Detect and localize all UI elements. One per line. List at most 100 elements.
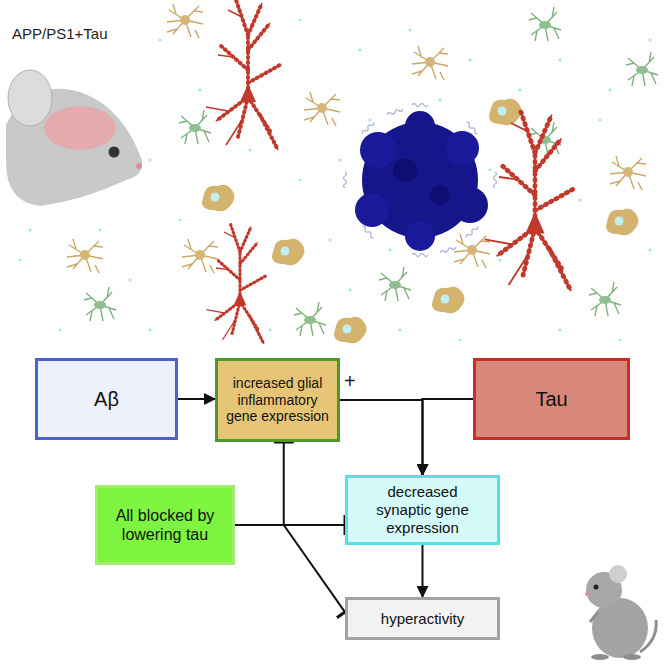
cyan-dots [498,258,501,261]
cyan-dots [408,28,411,31]
cyan-dots [348,288,351,291]
outcome-box: hyperactivity [345,597,500,640]
cyan-dots [468,58,471,61]
cyan-dots [358,48,361,51]
amyloid-box: Aβ [35,358,178,440]
arrow-connector [340,400,423,475]
reactive-glia [202,185,235,212]
box-text: decreased synaptic gene expression [368,483,478,537]
cyan-dots [128,278,131,281]
neurons [206,0,573,344]
reactive-glia [432,287,465,314]
mouse-icon [609,565,627,583]
cyan-dots [368,118,371,121]
cyan-dots [558,328,561,331]
amyloid-plaque [344,104,497,257]
microglia [626,52,658,86]
reactive-glia [489,99,522,126]
amyloid-plaque [405,111,435,141]
mouse-icon [594,585,599,590]
cyan-dots [298,18,301,21]
tau-box: Tau [473,358,630,440]
microglia [294,302,326,336]
cyan-dots [438,98,441,101]
amyloid-plaque [452,187,488,223]
plus-sign: + [344,370,356,392]
box-text: Aβ [94,387,119,411]
microglia [379,267,411,301]
cyan-dots [578,198,581,201]
mouse-icon [591,654,609,660]
amyloid-plaque [393,158,417,182]
cyan-dots [488,168,491,171]
cyan-dots [148,158,151,161]
amyloid-plaque [355,193,389,227]
neurons [206,0,280,150]
box-text: hyperactivity [381,610,464,628]
cyan-dots [58,328,61,331]
process-box: increased glial inflammatory gene expres… [215,358,340,442]
amyloid-plaque [344,172,347,188]
cyan-dots [558,58,561,61]
cyan-dots [648,248,651,251]
amyloid-plaque [360,132,396,168]
mouse-icon [585,592,589,596]
astrocytes [610,156,646,190]
neurons [485,111,574,291]
astrocytes [454,234,490,268]
amyloid-plaque [440,246,456,254]
microglia [179,110,211,144]
cyan-dots [458,338,461,341]
cyan-dots [268,328,271,331]
mouse-head-icon [136,163,142,169]
amyloid-plaque [430,185,450,205]
cyan-dots [328,238,331,241]
cyan-dots [598,118,601,121]
intervention-box: All blocked by lowering tau [95,485,235,565]
amyloid-plaque [494,172,497,188]
cyan-dots [398,328,401,331]
reactive-glia [272,239,305,266]
amyloid-plaque [412,254,428,257]
cyan-dots [618,338,621,341]
model-label: APP/PS1+Tau [12,26,107,43]
cyan-dots [298,178,301,181]
mouse-head-icon [109,147,120,158]
neurons [206,224,265,344]
amyloid-plaque [445,131,479,165]
cyan-dots [18,18,651,341]
amyloid-plaque [465,225,478,238]
cyan-dots [198,88,201,91]
reactive-glia [202,99,639,344]
mouse-icon [590,612,598,622]
cyan-dots [18,258,21,261]
cyan-dots [338,158,341,161]
cyan-dots [148,328,151,331]
process-box: decreased synaptic gene expression [345,475,500,545]
cyan-dots [158,38,161,41]
cyan-dots [648,38,651,41]
box-text: Tau [535,387,567,411]
amyloid-plaque [412,104,428,107]
cyan-dots [388,248,391,251]
amyloid-plaque [361,225,374,238]
inhibition-line [235,525,345,612]
astrocytes [412,46,448,80]
mouse-icon [623,654,641,660]
microglia [84,7,658,336]
microglia [529,7,561,41]
box-text: All blocked by lowering tau [105,506,225,544]
astrocytes [167,4,203,38]
arrow-connector [178,398,215,400]
amyloid-plaque [387,108,403,116]
mouse-head-icon [44,106,116,150]
amyloid-plaque [361,121,374,134]
cyan-dots [518,88,521,91]
box-text: increased glial inflammatory gene expres… [224,375,331,425]
reactive-glia [606,209,639,236]
cyan-dots [98,228,101,231]
arrow-connector [422,545,424,597]
microglia [84,287,116,321]
cyan-dots [178,218,181,221]
